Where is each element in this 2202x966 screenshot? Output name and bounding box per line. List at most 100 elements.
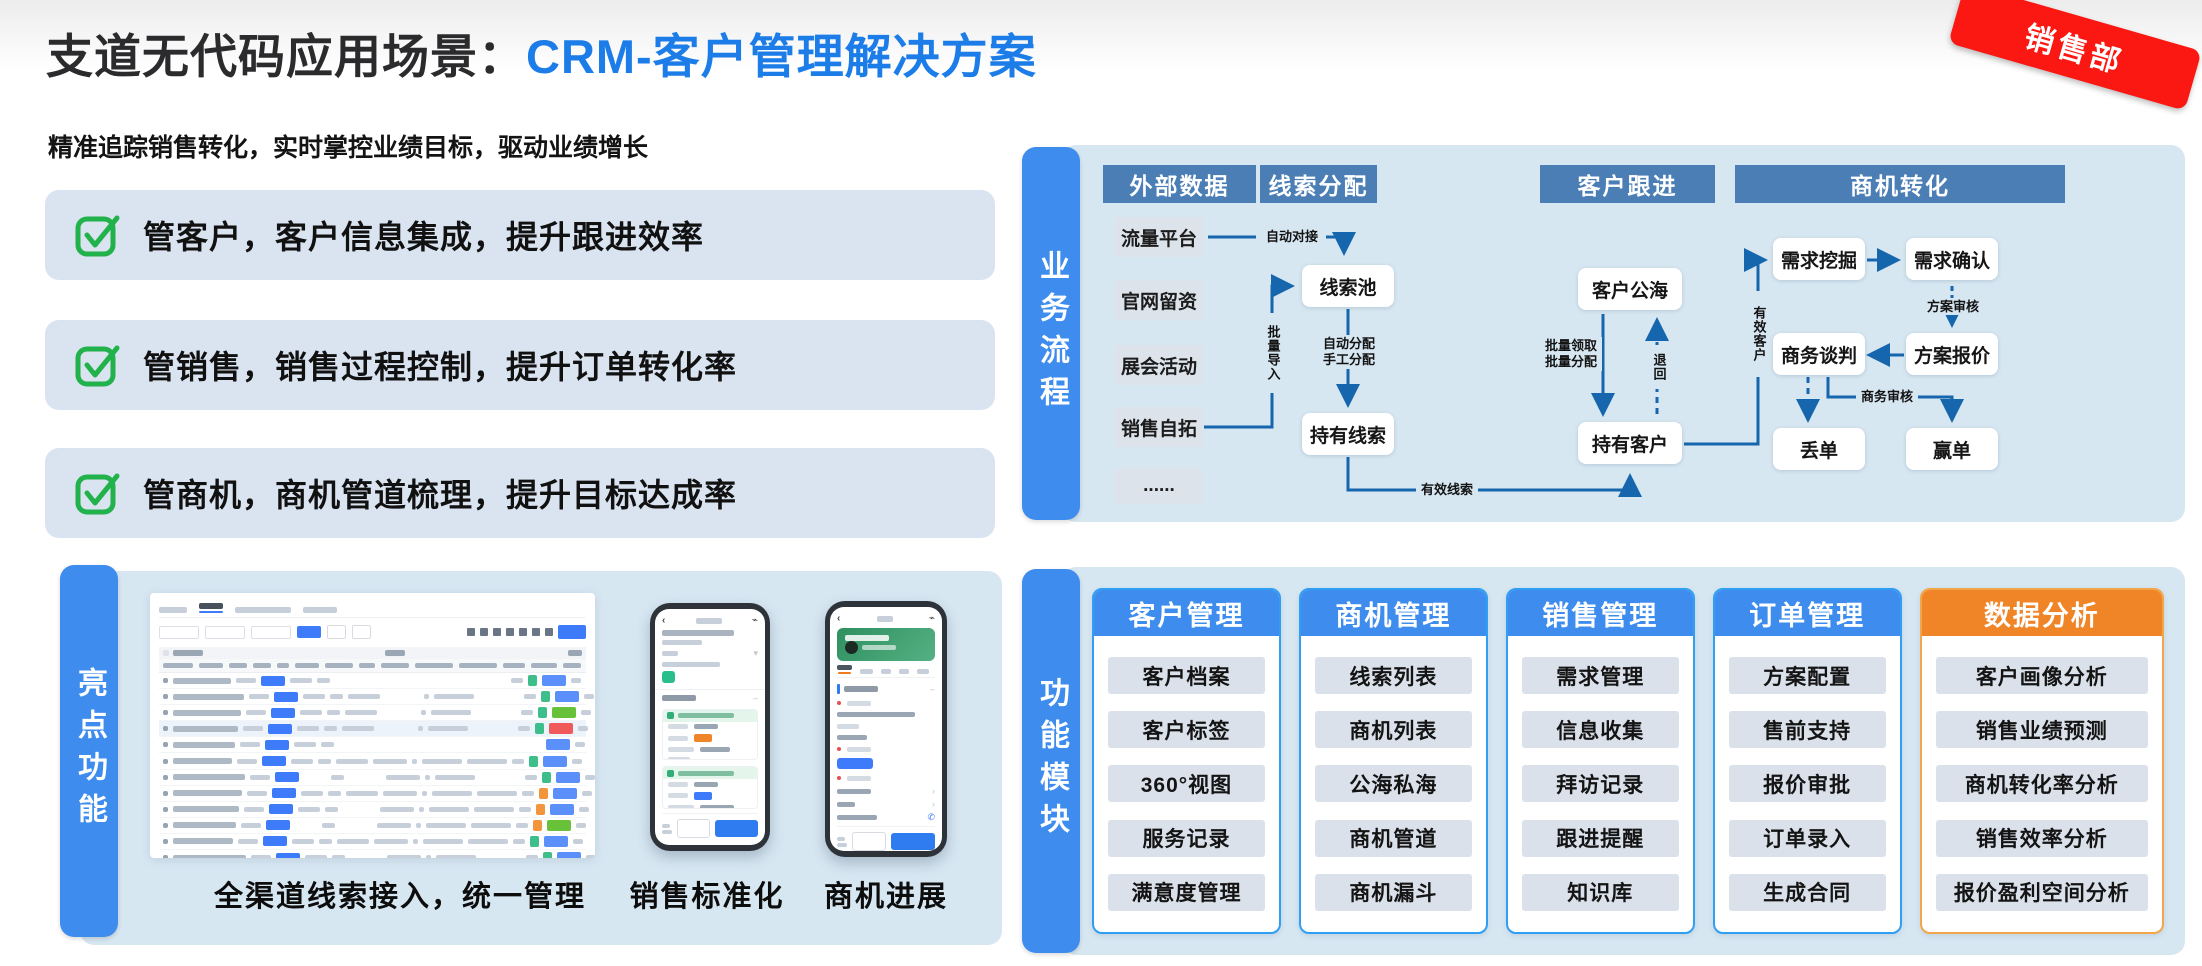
check-icon — [75, 473, 120, 515]
cancel-button-mock — [852, 832, 886, 851]
highlight-features-panel: 亮点功能 ‹⌁ ▾ — [45, 565, 1002, 945]
flow-column-lead-assign: 线索分配 — [1260, 165, 1377, 203]
table-row — [159, 689, 594, 706]
source-traffic-platform: 流量平台 — [1115, 217, 1203, 257]
chevron-right-icon: › — [932, 786, 935, 796]
status-square-green — [528, 675, 537, 687]
crm-table-screenshot — [150, 593, 595, 858]
flow-node-lead-pool: 线索池 — [1302, 265, 1394, 307]
module-item: 满意度管理 — [1108, 873, 1265, 911]
module-item: 信息收集 — [1521, 711, 1679, 749]
caption-phone1: 销售标准化 — [629, 881, 785, 913]
source-exhibitions: 展会活动 — [1115, 345, 1203, 385]
table-row — [159, 818, 586, 834]
cancel-button-mock — [677, 819, 710, 838]
check-icon — [75, 345, 120, 387]
tag-pill-blue — [272, 788, 296, 799]
status-pill-blue — [557, 852, 581, 858]
status-square-orange — [536, 803, 545, 815]
status-pill-blue — [556, 771, 580, 783]
module-item: 跟进提醒 — [1521, 819, 1679, 857]
flow-node-negotiation: 商务谈判 — [1773, 333, 1865, 375]
section-marker — [837, 684, 840, 694]
status-square-green — [535, 723, 544, 735]
edge-label-plan-review: 方案审核 — [1922, 298, 1984, 315]
status-pill-orange — [694, 734, 712, 743]
table-row — [159, 753, 586, 770]
status-square-orange — [539, 787, 548, 799]
check-item-label: 管客户，客户信息集成，提升跟进效率 — [143, 219, 705, 255]
tag-pill-blue — [275, 772, 299, 783]
status-pill-blue — [553, 787, 577, 799]
submit-button-mock — [714, 820, 758, 837]
phone1-screen: ‹⌁ ▾ – — [655, 609, 765, 845]
module-card-title: 销售管理 — [1507, 590, 1693, 636]
department-ribbon: 销售部 — [1948, 0, 2202, 111]
tag-pill-blue — [261, 675, 285, 686]
status-pill-blue — [694, 791, 712, 800]
module-card-title: 客户管理 — [1094, 590, 1279, 636]
module-item: 公海私海 — [1314, 765, 1472, 803]
phone2-screen: ‹⌁ – › › ✆ — [830, 607, 942, 851]
flow-column-opportunity-convert: 商机转化 — [1735, 165, 2065, 203]
table-row — [159, 705, 591, 722]
edge-label-line: 手工分配 — [1322, 352, 1375, 367]
status-pill-green — [547, 819, 571, 831]
table-row — [159, 802, 589, 818]
edge-label-line: 批量分配 — [1544, 354, 1597, 369]
edge-label-line: 批量领取 — [1544, 338, 1597, 353]
status-square-green — [543, 852, 552, 858]
module-item: 售前支持 — [1728, 711, 1886, 749]
module-item: 商机管道 — [1314, 819, 1472, 857]
tag-pill-blue — [268, 723, 292, 734]
screenshot-toolbar-icons — [467, 625, 586, 639]
tag-pill-blue — [265, 739, 289, 750]
check-item-customers: 管客户，客户信息集成，提升跟进效率 — [45, 190, 995, 280]
module-item: 客户画像分析 — [1935, 657, 2148, 695]
check-item-opportunities: 管商机，商机管道梳理，提升目标达成率 — [45, 448, 995, 538]
check-item-sales: 管销售，销售过程控制，提升订单转化率 — [45, 320, 995, 410]
phone2-bottom-actions — [837, 826, 935, 851]
table-row — [159, 737, 586, 754]
screenshot-table-rows — [159, 673, 595, 858]
module-card-3: 订单管理方案配置售前支持报价审批订单录入生成合同 — [1712, 588, 1902, 934]
flow-node-demand-mining: 需求挖掘 — [1773, 238, 1865, 280]
phone2-tabs — [837, 665, 935, 678]
module-item: 销售效率分析 — [1935, 819, 2148, 857]
module-card-1: 商机管理线索列表商机列表公海私海商机管道商机漏斗 — [1298, 588, 1488, 934]
screenshot-toolbar — [159, 622, 586, 642]
highlights-panel-sidebar: 亮点功能 — [60, 565, 118, 937]
business-process-panel: 业务流程 外部数据 线索分配 客户跟进 商机转化 流量平台 官网留资 展 — [1022, 145, 2185, 522]
caption-table: 全渠道线索接入，统一管理 — [213, 881, 586, 913]
tag-pill-blue — [263, 836, 287, 847]
flow-node-win-order: 赢单 — [1906, 428, 1998, 470]
active-tab-underline — [838, 672, 851, 674]
flow-node-hold-customers: 持有客户 — [1578, 422, 1682, 464]
flow-node-lose-order: 丢单 — [1773, 428, 1865, 470]
module-item: 报价盈利空间分析 — [1935, 873, 2148, 911]
source-self-developed: 销售自拓 — [1115, 407, 1203, 447]
status-square-green — [530, 835, 539, 847]
expand-icon: ▾ — [753, 648, 758, 658]
module-item: 客户档案 — [1108, 657, 1265, 695]
module-card-title: 订单管理 — [1714, 590, 1900, 636]
collapse-icon: – — [929, 683, 935, 694]
screenshot-table-group-header — [159, 647, 586, 659]
module-item: 订单录入 — [1728, 819, 1886, 857]
check-item-label: 管销售，销售过程控制，提升订单转化率 — [143, 349, 738, 385]
status-pill-blue — [546, 739, 570, 751]
edge-label-valid-customers: 有效客户 — [1748, 291, 1769, 377]
module-item: 生成合同 — [1728, 873, 1886, 911]
status-square-green — [538, 707, 547, 719]
edge-label-batch-import: 批量导入 — [1262, 313, 1283, 393]
required-marker — [837, 747, 841, 751]
module-item: 商机转化率分析 — [1935, 765, 2148, 803]
flow-node-customer-pool: 客户公海 — [1578, 268, 1682, 310]
edge-label-business-review: 商务审核 — [1856, 388, 1918, 405]
flow-column-customer-follow: 客户跟进 — [1540, 165, 1715, 203]
page-title: 支道无代码应用场景：CRM-客户管理解决方案 — [46, 18, 1037, 87]
module-item: 报价审批 — [1728, 765, 1886, 803]
edge-label-auto-connect: 自动对接 — [1258, 228, 1326, 245]
